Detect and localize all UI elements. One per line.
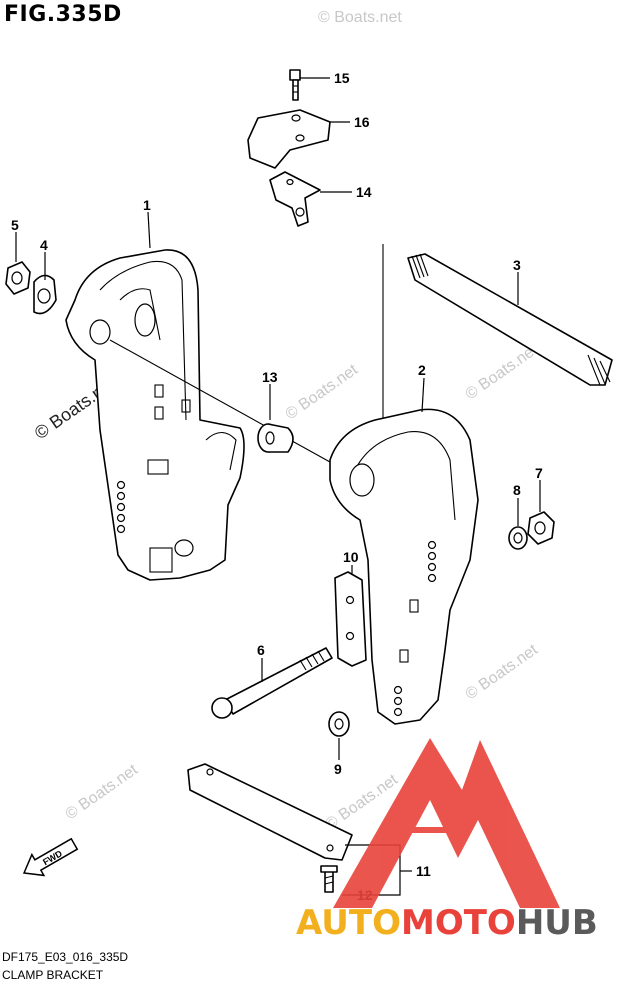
part-10-plate [334,571,367,667]
callout-7: 7 [535,465,543,481]
part-7-nut [527,511,555,545]
callout-14: 14 [356,184,372,200]
part-14-bracket [269,171,321,227]
callout-8: 8 [513,482,521,498]
part-16-cover [247,109,331,169]
watermark-text: © Boats.net [283,361,362,423]
callout-13: 13 [262,369,278,385]
part-12-bolt [320,865,338,893]
callout-15: 15 [334,70,350,86]
watermark-text: © Boats.net [63,761,142,823]
part-3-tilt-tube [382,244,613,462]
part-2-clamp-bracket-right [329,408,479,725]
part-6-bolt [211,647,333,719]
callout-2: 2 [418,362,426,378]
logo-text-moto: MOTO [401,903,516,943]
part-15-bolt [289,69,301,101]
logo-triangle-icon [333,738,560,908]
watermark-text: © Boats.net [318,9,402,26]
part-9-washer [328,711,350,737]
watermark-text: © Boats.net [463,341,542,403]
callout-4: 4 [40,237,48,253]
part-11-plate [187,763,353,861]
part-13-bushing [257,423,294,453]
logo-text-auto: AUTO [296,903,401,943]
logo-text-hub: HUB [516,903,598,943]
callout-3: 3 [513,257,521,273]
watermark-text: © Boats.net [463,641,542,703]
callout-5: 5 [11,217,19,233]
part-5-nut [5,261,31,295]
logo-text: AUTOMOTOHUB [296,903,598,943]
callout-11: 11 [416,863,431,879]
callout-6: 6 [257,642,265,658]
figure-name: CLAMP BRACKET [2,968,104,982]
callout-9: 9 [334,761,342,777]
callout-10: 10 [343,549,359,565]
figure-title: FIG.335D [4,2,122,27]
figure-code: DF175_E03_016_335D [2,950,129,964]
part-4-washer [33,274,57,315]
callout-1: 1 [143,197,151,213]
part-8-washer [508,526,528,550]
part-1-clamp-bracket-left [65,249,245,581]
fwd-arrow-icon: FWD [22,837,79,877]
callout-16: 16 [354,114,370,130]
